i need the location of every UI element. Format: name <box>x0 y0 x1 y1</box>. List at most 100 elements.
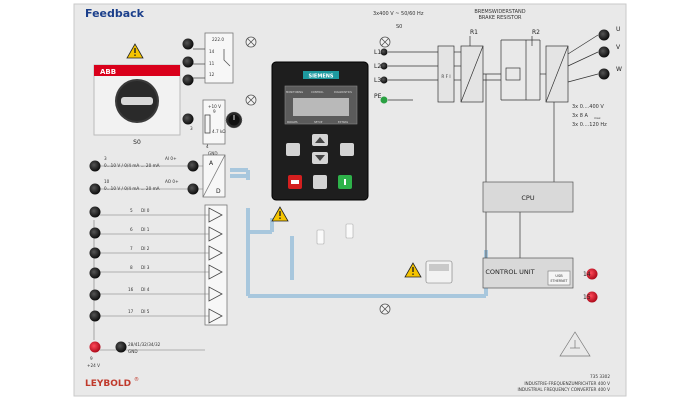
stop-icon <box>291 180 299 184</box>
key-ok[interactable] <box>340 143 354 156</box>
potentiometer-knob[interactable] <box>225 111 243 129</box>
siemens-drive: SIEMENS MONITORING CONTROL DIAGNOSTICS P… <box>271 61 369 201</box>
svg-text:3: 3 <box>104 156 107 161</box>
svg-text:AI 0+: AI 0+ <box>165 156 177 161</box>
terminal-sockets[interactable] <box>89 29 610 353</box>
cpu-block <box>482 181 574 213</box>
feedback-logo: Feedback <box>85 7 145 20</box>
svg-text:9: 9 <box>213 109 216 114</box>
terminal-14-label: 14 <box>583 271 591 278</box>
svg-text:V: V <box>616 44 621 51</box>
svg-text:L3: L3 <box>374 77 381 84</box>
analog-input-block: A D 3 0...10 V / 0/4 mA ... 20 mA AI 0+ … <box>98 154 226 198</box>
svg-text:EXTRAS: EXTRAS <box>338 120 348 124</box>
svg-text:AO 0+: AO 0+ <box>165 179 179 184</box>
output-current: 3x 8 A <box>572 113 589 119</box>
svg-text:3: 3 <box>190 126 193 131</box>
svg-text:PE: PE <box>374 93 382 100</box>
svg-text:+10 V: +10 V <box>208 104 221 109</box>
svg-text:GND: GND <box>128 349 138 354</box>
svg-text:14: 14 <box>209 49 215 54</box>
main-switch-s0[interactable]: ABB S0 <box>93 64 181 146</box>
svg-text:L2: L2 <box>374 63 381 70</box>
svg-text:MONITORING: MONITORING <box>286 90 303 94</box>
drive-keypad[interactable] <box>286 134 354 189</box>
svg-text:DI 0: DI 0 <box>141 208 150 213</box>
s0-label: S0 <box>396 24 402 30</box>
cpu-label: CPU <box>521 194 534 202</box>
output-frequency: 3x 0....120 Hz <box>572 122 607 128</box>
svg-text:9: 9 <box>90 356 93 361</box>
drive-port-1 <box>316 229 325 245</box>
pot-value: 4.7 kΩ <box>212 129 226 134</box>
svg-text:0...10 V / 0/4 mA ... 20 mA: 0...10 V / 0/4 mA ... 20 mA <box>104 186 160 191</box>
leybold-logo: LEYBOLD <box>85 379 131 389</box>
warning-icon <box>404 262 422 278</box>
down-arrow-icon <box>315 155 325 161</box>
svg-text:28/41/32/34/32: 28/41/32/34/32 <box>128 342 161 347</box>
svg-text:ETHERNET: ETHERNET <box>551 279 568 283</box>
main-switch-label: S0 <box>133 139 141 146</box>
svg-text:17: 17 <box>128 309 134 314</box>
svg-text:+24 V: +24 V <box>87 363 100 368</box>
adc-d-label: D <box>216 188 221 195</box>
abb-logo: ABB <box>100 68 116 76</box>
earth-symbol-icon <box>559 331 591 357</box>
svg-text:U: U <box>616 26 620 33</box>
svg-text:DI 4: DI 4 <box>141 287 150 292</box>
svg-text:DIAGNOSTICS: DIAGNOSTICS <box>334 90 352 94</box>
brake-title-en: BRAKE RESISTOR <box>478 15 522 21</box>
svg-text:4: 4 <box>206 144 209 149</box>
relay-top-label: 222.0 <box>212 37 224 42</box>
footer-line-de: INDUSTRIE-FREQUENZUMRICHTER 400 V <box>524 381 610 386</box>
svg-text:SETUP: SETUP <box>314 120 323 124</box>
svg-text:L1: L1 <box>374 49 381 56</box>
warning-icon <box>126 43 144 59</box>
svg-text:11: 11 <box>209 61 215 66</box>
key-escape[interactable] <box>286 143 300 156</box>
relay-block: 222.0 14 11 12 <box>193 32 234 84</box>
terminal-15-label: 15 <box>583 294 591 301</box>
svg-text:W: W <box>616 66 622 73</box>
siemens-logo: SIEMENS <box>308 74 333 80</box>
mains-label: 3x400 V ~ 50/60 Hz <box>373 11 424 17</box>
r2-label: R2 <box>532 29 540 36</box>
svg-text:CONTROL: CONTROL <box>311 90 324 94</box>
svg-text:6: 6 <box>130 227 133 232</box>
footer-code: 735 3302 <box>590 374 610 379</box>
svg-text:DI 3: DI 3 <box>141 265 150 270</box>
usb-ethernet-port <box>547 270 571 286</box>
run-icon <box>344 179 346 185</box>
svg-text:PARAMS: PARAMS <box>287 120 298 124</box>
svg-text:DI 1: DI 1 <box>141 227 150 232</box>
rfi-label: R F I <box>441 74 450 79</box>
output-current-subscript: max <box>594 116 601 120</box>
svg-text:GND: GND <box>208 151 218 156</box>
svg-text:10: 10 <box>104 179 110 184</box>
power-circuit <box>388 34 599 258</box>
svg-text:DI 2: DI 2 <box>141 246 150 251</box>
drive-port-2 <box>345 223 354 239</box>
potentiometer-block: +10 V 4.7 kΩ GND 3 4 9 <box>190 99 226 156</box>
svg-text:5: 5 <box>130 208 133 213</box>
svg-text:7: 7 <box>130 246 133 251</box>
svg-text:12: 12 <box>209 72 215 77</box>
brake-title-de: BREMSWIDERSTAND <box>474 9 525 15</box>
leybold-registered-mark: ® <box>134 376 139 383</box>
r1-label: R1 <box>470 29 478 36</box>
svg-text:0...10 V / 0/4 mA ... 20 mA: 0...10 V / 0/4 mA ... 20 mA <box>104 163 160 168</box>
control-unit-label: CONTROL UNIT <box>485 268 534 276</box>
up-arrow-icon <box>315 137 325 143</box>
footer-line-en: INDUSTRIAL FREQUENCY CONVERTER 400 V <box>518 387 611 392</box>
adc-a-label: A <box>209 160 214 167</box>
svg-text:USB: USB <box>555 274 563 278</box>
supply-sockets[interactable] <box>380 48 388 104</box>
svg-text:16: 16 <box>128 287 134 292</box>
key-hand-auto[interactable] <box>313 175 327 189</box>
output-voltage: 3x 0....400 V <box>572 104 604 110</box>
svg-text:DI 5: DI 5 <box>141 309 150 314</box>
warning-icon <box>271 206 289 222</box>
svg-text:8: 8 <box>130 265 133 270</box>
